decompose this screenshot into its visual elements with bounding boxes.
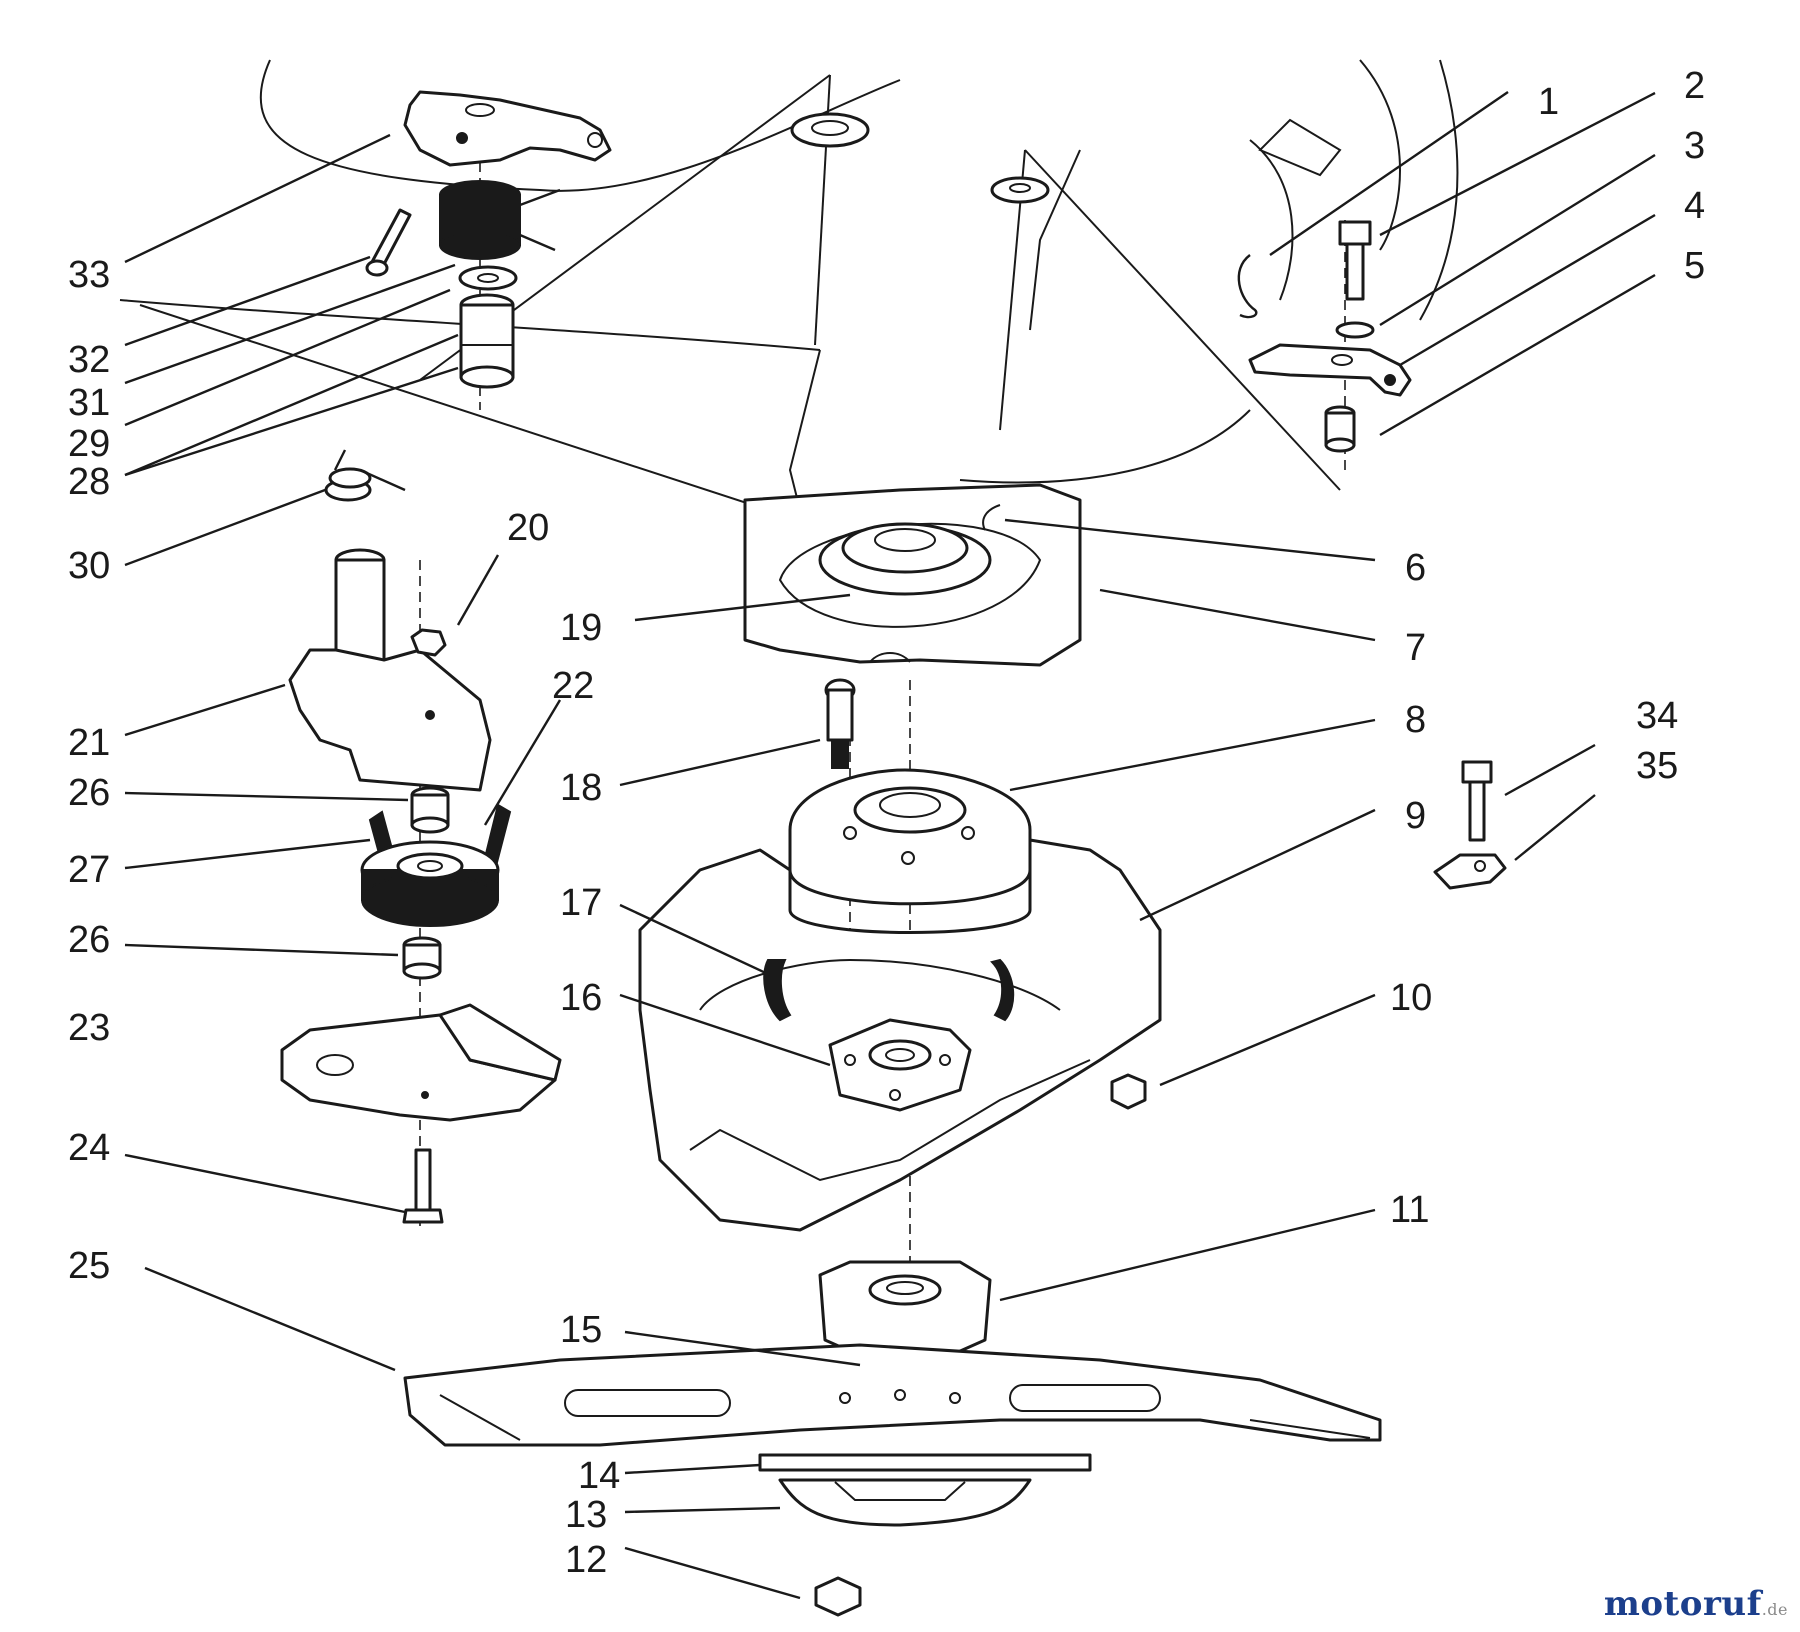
callout-23: 23 xyxy=(68,1007,110,1049)
leader-lines xyxy=(124,91,1656,1600)
handle-arm-part xyxy=(403,90,612,167)
callout-6: 6 xyxy=(1405,547,1426,589)
callout-27: 27 xyxy=(68,849,110,891)
watermark-suffix: .de xyxy=(1761,1600,1788,1619)
callout-21: 21 xyxy=(68,722,110,764)
bolt-part-32 xyxy=(365,208,412,277)
mower-deck-outline xyxy=(119,59,1459,541)
idler-arm-part xyxy=(288,548,492,792)
clutch-drum-part xyxy=(788,768,1032,906)
callout-30: 30 xyxy=(68,545,110,587)
bolt-part-34 xyxy=(1461,760,1493,842)
callout-31: 31 xyxy=(68,382,110,424)
callout-14: 14 xyxy=(578,1455,620,1497)
nut-part-10 xyxy=(1110,1073,1147,1110)
callout-24: 24 xyxy=(68,1127,110,1169)
callout-5: 5 xyxy=(1684,245,1705,287)
callout-32: 32 xyxy=(68,339,110,381)
mounting-plate-part xyxy=(280,1003,562,1122)
callout-2: 2 xyxy=(1684,65,1705,107)
idler-pulley-part xyxy=(360,840,500,927)
blade-nut-part xyxy=(814,1576,862,1617)
mower-blade-part xyxy=(403,1343,1382,1447)
callout-28: 28 xyxy=(68,461,110,503)
callout-1: 1 xyxy=(1538,81,1559,123)
clutch-shoe-right xyxy=(990,958,1015,1022)
callout-29: 29 xyxy=(68,423,110,465)
callout-25: 25 xyxy=(68,1245,110,1287)
bolt-part-2 xyxy=(1338,220,1372,301)
callout-11: 11 xyxy=(1390,1189,1429,1231)
callout-19: 19 xyxy=(560,607,602,649)
callout-10: 10 xyxy=(1390,977,1432,1019)
shear-pin-part xyxy=(824,678,856,769)
pulley-ring-part xyxy=(818,522,992,596)
callout-8: 8 xyxy=(1405,699,1426,741)
blade-adapter-part xyxy=(818,1260,992,1362)
bearing-flange-part xyxy=(828,1018,972,1112)
washer-part-3 xyxy=(1335,321,1375,339)
spacer-lower-part xyxy=(402,936,442,980)
callout-3: 3 xyxy=(1684,125,1705,167)
callout-7: 7 xyxy=(1405,627,1426,669)
callout-35: 35 xyxy=(1636,745,1678,787)
callout-26-lower: 26 xyxy=(68,919,110,961)
callout-16: 16 xyxy=(560,977,602,1019)
blade-washer-part xyxy=(758,1453,1092,1472)
callout-18: 18 xyxy=(560,767,602,809)
spring-clip-part xyxy=(324,449,406,502)
callout-12: 12 xyxy=(565,1539,607,1581)
clutch-shoe-left xyxy=(763,959,792,1022)
spacer-part-5 xyxy=(1324,405,1356,453)
callout-20: 20 xyxy=(507,507,549,549)
hairpin-clip-part xyxy=(1237,254,1258,319)
callout-22: 22 xyxy=(552,665,594,707)
spacer-upper-part xyxy=(410,786,450,834)
torsion-spring-part xyxy=(439,180,561,260)
lever-arm-part xyxy=(1248,343,1412,397)
bushing-part xyxy=(459,293,515,389)
watermark-name: motoruf xyxy=(1603,1584,1762,1624)
bolt-part-24 xyxy=(402,1148,444,1224)
callout-34: 34 xyxy=(1636,695,1678,737)
callout-15: 15 xyxy=(560,1309,602,1351)
callout-26-upper: 26 xyxy=(68,772,110,814)
callout-33: 33 xyxy=(68,254,110,296)
blade-hub-part xyxy=(778,1478,1032,1527)
watermark-logo: motoruf.de xyxy=(1604,1584,1788,1624)
callout-17: 17 xyxy=(560,882,602,924)
callout-labels: 1 2 3 4 5 6 7 8 9 10 11 12 13 14 15 16 1… xyxy=(68,65,1705,1581)
deck-bearing-right xyxy=(990,176,1050,204)
nut-part-20 xyxy=(410,628,447,657)
washer-part xyxy=(458,265,518,291)
callout-9: 9 xyxy=(1405,795,1426,837)
callout-13: 13 xyxy=(565,1494,607,1536)
callout-4: 4 xyxy=(1684,185,1705,227)
deck-bearing-top xyxy=(790,112,870,148)
deflector-tab-part xyxy=(1433,853,1507,890)
